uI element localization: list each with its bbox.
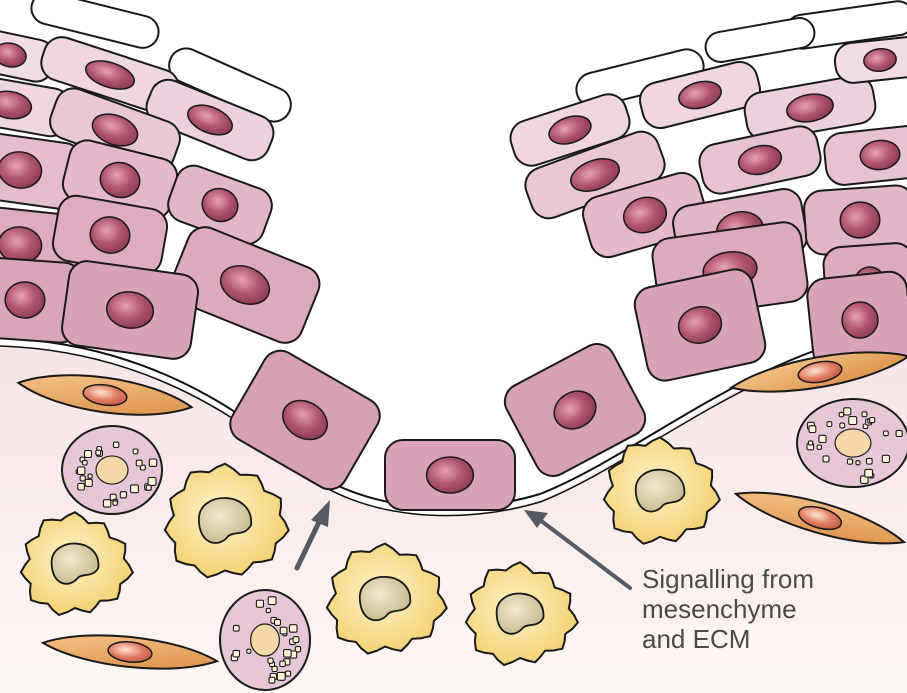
granule (247, 649, 251, 653)
annotation-line-2: mesenchyme (642, 594, 892, 624)
granule (862, 412, 867, 417)
granule (146, 485, 151, 490)
granule (870, 418, 875, 423)
mast-cell (62, 426, 162, 514)
granule (113, 501, 118, 506)
epithelial-cell (60, 259, 201, 361)
granule (78, 483, 85, 490)
granule (268, 597, 276, 605)
granule (103, 500, 110, 507)
granule (131, 485, 139, 493)
granule (280, 627, 287, 634)
annotation-line-3: and ECM (642, 624, 892, 654)
granule (269, 677, 275, 683)
granule (847, 459, 852, 464)
granule (849, 417, 857, 425)
granule (884, 431, 889, 436)
granule (275, 619, 281, 625)
granule (844, 408, 851, 415)
epithelial-cell (823, 123, 907, 186)
granule (85, 479, 92, 486)
granule (896, 430, 902, 436)
granule (865, 469, 873, 477)
granule (839, 412, 843, 416)
granule (268, 658, 273, 663)
squamous-cell (703, 16, 817, 65)
granule (120, 492, 126, 498)
granule (83, 460, 88, 465)
mast-cell-nucleus (835, 429, 871, 457)
mast-cell (797, 399, 907, 487)
granule (149, 459, 156, 466)
mast-cell-nucleus (251, 624, 280, 656)
granule (290, 625, 298, 633)
granule (284, 650, 292, 658)
granule (840, 423, 845, 428)
granule (266, 608, 270, 612)
granule (80, 476, 85, 481)
granule (882, 455, 889, 462)
granule (133, 449, 138, 454)
mast-cell (220, 590, 310, 690)
granule (256, 600, 263, 607)
granule (866, 458, 872, 464)
granule (819, 435, 826, 442)
granule (817, 445, 821, 449)
granule (809, 426, 816, 433)
granule (78, 467, 85, 474)
granule (293, 637, 299, 643)
granule (823, 456, 829, 462)
epithelial-cell (631, 266, 768, 384)
granule (277, 672, 285, 680)
granule (148, 478, 156, 486)
granule (113, 442, 118, 447)
granule (286, 671, 291, 676)
granule (280, 661, 286, 667)
granule (136, 460, 142, 466)
granule (96, 450, 101, 455)
granule (856, 461, 860, 465)
granule (88, 474, 92, 478)
annotation-line-1: Signalling from (642, 564, 892, 594)
granule (827, 422, 832, 427)
granule (233, 650, 240, 657)
signalling-annotation: Signalling from mesenchyme and ECM (642, 564, 892, 654)
granule (233, 625, 239, 631)
epithelial-cell (385, 440, 515, 510)
granule (85, 451, 92, 458)
mast-cell-nucleus (96, 456, 128, 484)
epithelial-cell (696, 123, 824, 197)
granule (809, 441, 813, 445)
nucleus (427, 457, 474, 493)
